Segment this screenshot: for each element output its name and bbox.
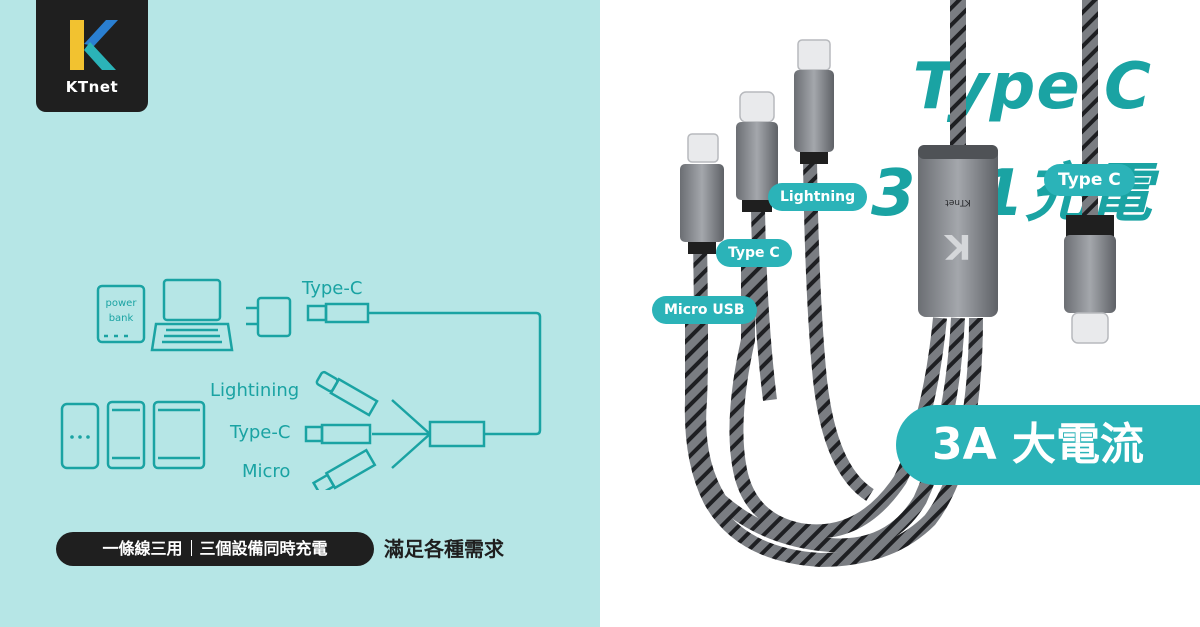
power-bank-icon (96, 284, 146, 344)
svg-text:K: K (943, 226, 971, 266)
phone-icon (60, 402, 100, 470)
output-type-c-label: Type-C (230, 422, 291, 443)
power-bank-label-1: power (105, 298, 137, 309)
tag-type-c-right: Type C (1044, 164, 1135, 196)
tagline-divider (190, 540, 192, 556)
tagline-part1: 一條線三用 (102, 539, 183, 558)
usb-plug-icon (306, 302, 370, 324)
tagline-part3: 滿足各種需求 (384, 537, 504, 561)
tag-lightning: Lightning (768, 183, 868, 211)
cable-brand-text: KTnet (945, 197, 971, 207)
tagline-part2: 三個設備同時充電 (199, 539, 328, 558)
charging-diagram (60, 278, 542, 490)
laptop-icon (150, 278, 234, 352)
tablet-icon (152, 400, 206, 470)
output-lightning-label: Lightining (210, 380, 300, 401)
tagline-pill: 一條線三用三個設備同時充電 (56, 532, 374, 566)
logo-text: KTnet (65, 78, 119, 96)
k-logo-icon (70, 20, 118, 70)
power-bank-label-2: bank (108, 313, 134, 324)
feature-badge: 3A 大電流 (896, 405, 1200, 485)
brand-logo: KTnet (36, 0, 148, 112)
input-type-c-label: Type-C (302, 278, 363, 299)
tag-type-c-small: Type C (716, 239, 792, 267)
output-micro-label: Micro (242, 461, 291, 482)
wall-charger-icon (246, 296, 292, 338)
tag-micro-usb: Micro USB (652, 296, 757, 324)
phone-icon-2 (106, 400, 146, 470)
